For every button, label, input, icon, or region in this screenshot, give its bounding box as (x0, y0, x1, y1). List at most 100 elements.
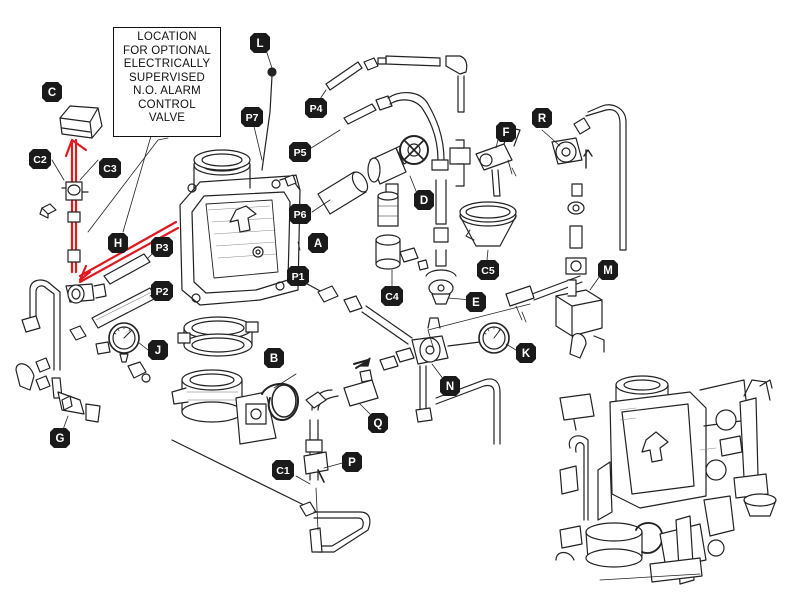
fitting-tee-lower-left (65, 283, 107, 304)
marker-c2-shape (29, 149, 51, 169)
fitting-stack-r (531, 201, 587, 301)
fitting-c2 (39, 203, 57, 219)
alarm-switch-c (59, 105, 103, 139)
marker-f: F (496, 122, 516, 142)
drain-assembly-p (171, 439, 371, 553)
marker-e-shape (466, 292, 486, 312)
connector-k-upper (505, 285, 535, 323)
marker-h: H (108, 233, 128, 253)
pipe-p4-p5 (325, 55, 468, 305)
fitting-stack-c4 (375, 191, 429, 271)
marker-g-label: G (56, 433, 65, 445)
marker-n-label: N (446, 381, 454, 393)
assembled-trim-inset (555, 375, 777, 585)
marker-p1-label: P1 (292, 271, 305, 283)
marker-r-label: R (538, 113, 547, 125)
thin-plate-k (427, 303, 531, 351)
marker-p2-shape (151, 281, 173, 301)
marker-a-label: A (314, 238, 322, 250)
marker-p-shape (342, 452, 362, 472)
marker-m-label: M (603, 265, 613, 277)
marker-p3-label: P3 (156, 242, 169, 254)
marker-p1-shape (287, 266, 309, 286)
marker-p5-shape (289, 142, 311, 162)
marker-p3-shape (151, 237, 173, 257)
marker-r: R (532, 108, 552, 128)
callout-line-1: LOCATION (137, 31, 197, 43)
marker-p1: P1 (287, 266, 309, 286)
marker-l-label: L (256, 38, 263, 50)
marker-n-shape (440, 376, 460, 396)
switch-box-m (555, 279, 605, 359)
marker-p3: P3 (151, 237, 173, 257)
marker-p7-shape (241, 107, 263, 127)
tee-fitting-upper (449, 139, 471, 187)
marker-c3-shape (99, 158, 121, 178)
callout-line-4: SUPERVISED (129, 71, 205, 84)
cup-c5 (459, 201, 517, 247)
marker-c4: C4 (381, 286, 403, 306)
marker-p6-shape (289, 204, 311, 224)
marker-m: M (598, 260, 618, 280)
highlighted-alarm-line (64, 138, 180, 284)
valve-r (551, 104, 627, 251)
marker-n: N (440, 376, 460, 396)
marker-p7: P7 (241, 107, 263, 127)
pressure-gauge-k (478, 322, 510, 354)
marker-c3-label: C3 (103, 163, 117, 175)
callout-line-6: CONTROL (138, 98, 196, 111)
butterfly-valve-b (171, 369, 300, 445)
marker-k: K (516, 343, 536, 363)
marker-k-shape (516, 343, 536, 363)
callout-line-5: N.O. ALARM (133, 85, 201, 97)
pipe-p7 (261, 67, 277, 171)
marker-p4-shape (305, 98, 327, 118)
optional-valve-callout-box: LOCATION FOR OPTIONAL ELECTRICALLY SUPER… (113, 27, 221, 137)
pipe-nipple-p3 (103, 253, 151, 285)
pipe-nipple-p6 (317, 171, 369, 215)
marker-c5-shape (477, 260, 499, 280)
marker-c1: C1 (272, 460, 294, 480)
marker-b-shape (264, 348, 284, 368)
marker-p2-label: P2 (156, 286, 169, 298)
marker-q-shape (368, 413, 388, 433)
pipe-nipple-p2 (91, 287, 157, 329)
marker-c5: C5 (477, 260, 499, 280)
drain-pipe-n (435, 378, 501, 445)
marker-e-label: E (472, 297, 480, 309)
marker-h-shape (108, 233, 128, 253)
pressure-gauge-j (95, 322, 151, 383)
main-valve-body (179, 149, 301, 306)
marker-q: Q (368, 413, 388, 433)
marker-j-label: J (155, 345, 161, 357)
marker-p: P (342, 452, 362, 472)
marker-r-shape (532, 108, 552, 128)
marker-b-label: B (270, 353, 278, 365)
marker-p4-label: P4 (310, 103, 323, 115)
check-valve-q (305, 369, 379, 453)
marker-c-shape (42, 82, 62, 102)
marker-a: A (308, 233, 328, 253)
marker-p6: P6 (289, 204, 311, 224)
marker-p6-label: P6 (294, 209, 307, 221)
marker-c4-shape (381, 286, 403, 306)
marker-q-label: Q (374, 418, 383, 430)
callout-line-7: VALVE (148, 112, 186, 124)
marker-j-shape (148, 340, 168, 360)
marker-p7-label: P7 (246, 112, 259, 124)
marker-c4-label: C4 (385, 291, 399, 303)
marker-l-shape (250, 33, 270, 53)
marker-c-label: C (48, 87, 56, 99)
marker-p5: P5 (289, 142, 311, 162)
marker-c2-label: C2 (33, 154, 47, 166)
marker-a-shape (308, 233, 328, 253)
marker-j: J (148, 340, 168, 360)
valve-d (367, 135, 429, 195)
marker-p2: P2 (151, 281, 173, 301)
marker-k-label: K (522, 348, 531, 360)
marker-p5-label: P5 (294, 147, 307, 159)
fitting-c3 (61, 181, 89, 263)
